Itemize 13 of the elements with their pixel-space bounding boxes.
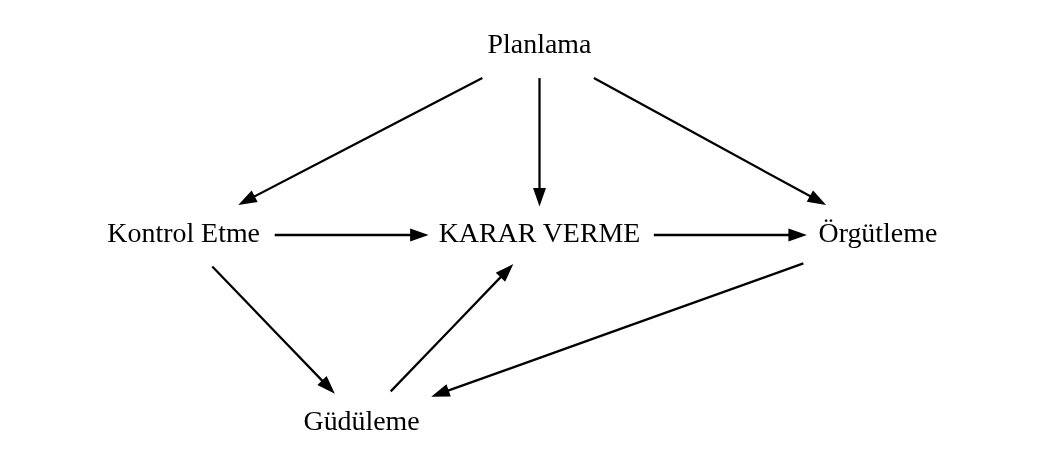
arrow [593,77,827,205]
node-text: KARAR VERME [438,216,641,248]
arrow [211,265,335,394]
node-text: Kontrol Etme [107,216,260,248]
node-text: Planlama [487,28,592,60]
node-text: Güdüleme [303,405,420,437]
arrow [238,77,483,205]
arrow [533,78,546,207]
arrow [389,263,514,393]
arrow [274,228,429,242]
arrow [431,262,804,397]
node-text: Örgütleme [818,216,938,248]
arrow [653,228,807,242]
